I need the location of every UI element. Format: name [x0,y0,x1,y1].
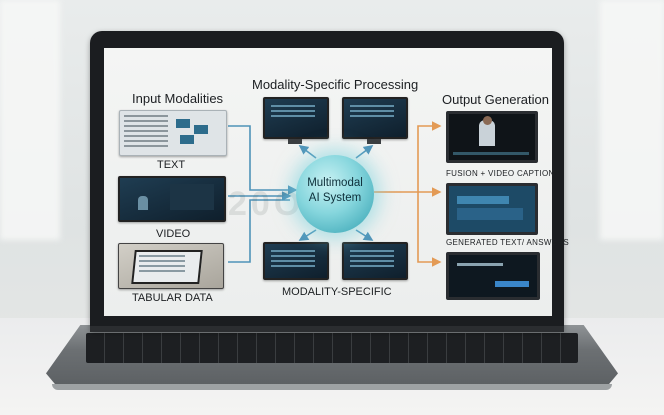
label-tabular: TABULAR DATA [132,292,213,304]
label-video: VIDEO [156,228,191,240]
arrow-hub-to-proc-br [355,229,374,241]
laptop-keyboard [86,333,578,363]
background-window [0,0,60,240]
arrow-tabular-to-hub [228,199,290,263]
heading-input: Input Modalities [132,91,224,106]
arrow-hub-to-proc-bl [298,229,317,241]
output-video-monitor [446,111,538,163]
processing-monitor [263,242,329,280]
hub-label-line1: Multimodal [307,177,363,189]
heading-processing: Modality-Specific Processing [252,77,419,92]
text-document-thumbnail [119,110,227,156]
arrow-text-to-hub [228,125,298,195]
multimodal-ai-hub [296,155,374,233]
label-generated: GENERATED TEXT/ ANSWERS [446,238,570,247]
laptop-base-edge [52,384,612,390]
arrow-hub-to-out-3 [417,192,442,267]
output-text-monitor [446,183,538,235]
video-thumbnail [118,176,226,222]
laptop-hinge [90,326,564,332]
arrow-hub-to-out-1 [374,121,442,193]
background-window [600,0,664,240]
monitor-stand [288,139,302,144]
label-modality-specific: MODALITY-SPECIFIC [282,286,392,298]
arrow-hub-to-proc-tl [298,145,317,159]
tabular-data-thumbnail [118,243,224,289]
label-fusion: FUSION + VIDEO CAPTIONS [446,169,561,178]
processing-monitor [342,97,408,139]
hub-label-line2: AI System [308,192,362,204]
arrow-hub-to-proc-tr [355,145,374,159]
hub-label: Multimodal AI System [296,176,374,206]
label-text: TEXT [157,159,186,171]
monitor-stand [367,139,381,144]
processing-monitor [342,242,408,280]
heading-output: Output Generation [442,92,549,107]
output-answer-monitor [446,252,540,300]
processing-monitor [263,97,329,139]
